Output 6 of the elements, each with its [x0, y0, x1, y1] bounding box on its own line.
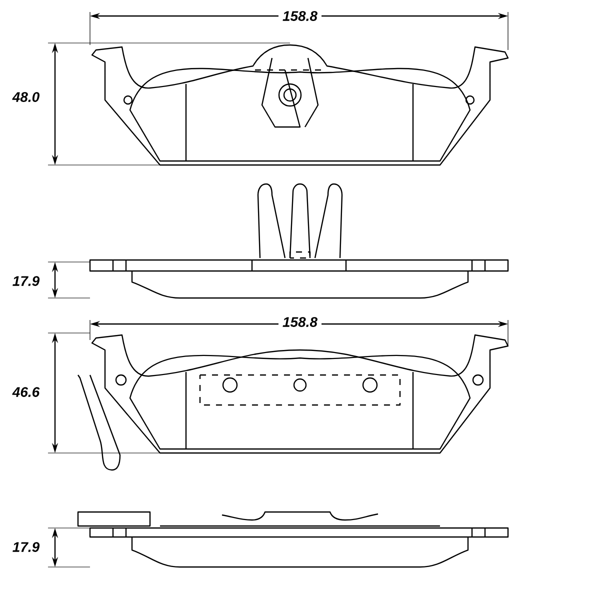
dimension-label: 48.0	[8, 88, 44, 106]
dimension-label: 46.6	[8, 383, 44, 401]
dimension-label: 17.9	[8, 538, 44, 556]
dimension-label: 158.8	[278, 313, 322, 331]
dimension-label: 17.9	[8, 272, 44, 290]
dimension-label: 158.8	[278, 7, 322, 25]
